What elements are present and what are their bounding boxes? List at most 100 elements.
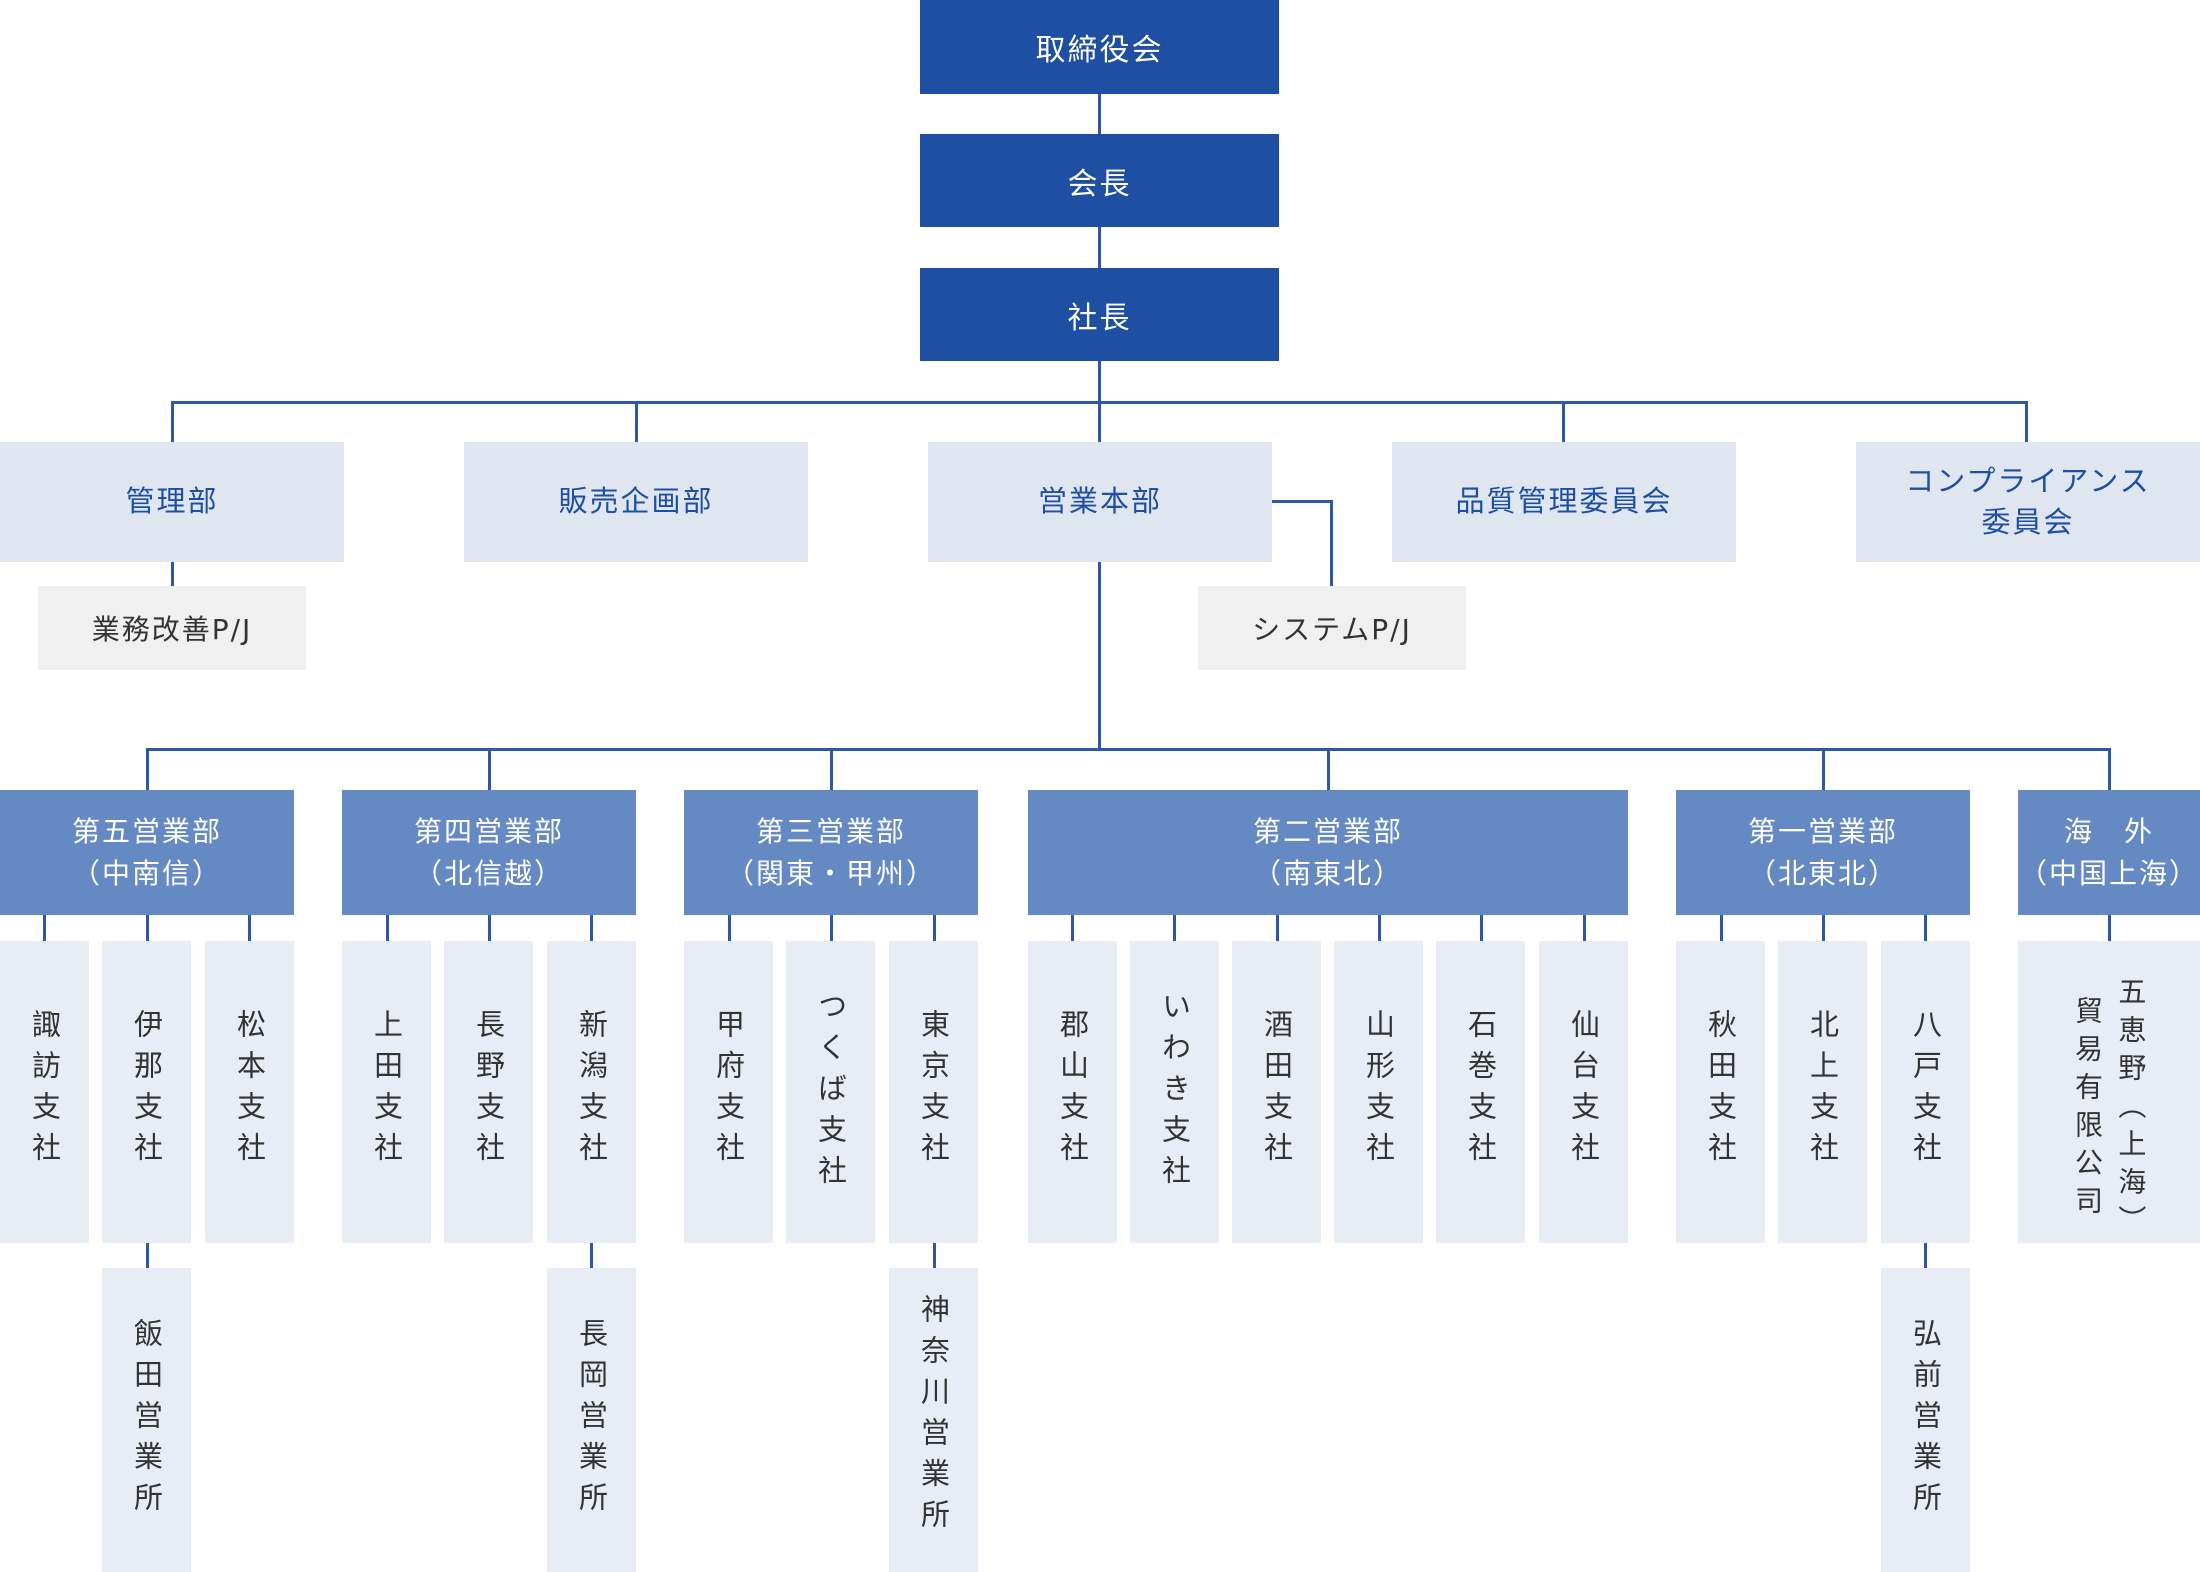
connector-branch <box>1822 915 1825 941</box>
connector-dept-sales-planning <box>635 401 638 442</box>
office-label: 弘前営業所 <box>1908 1318 1943 1523</box>
connector-division-overseas <box>2108 748 2111 790</box>
branch-matsumoto: 松本支社 <box>205 941 294 1243</box>
branch-suwa: 諏訪支社 <box>0 941 89 1243</box>
branch-label: 諏訪支社 <box>27 1009 62 1173</box>
branch-kofu: 甲府支社 <box>684 941 773 1243</box>
branch-ishinomaki: 石巻支社 <box>1436 941 1525 1243</box>
branch-akita: 秋田支社 <box>1676 941 1765 1243</box>
office-hirosaki: 弘前営業所 <box>1881 1268 1970 1572</box>
connector-board-chairman <box>1098 94 1101 134</box>
branch-sakata: 酒田支社 <box>1232 941 1321 1243</box>
dept-sales-hq: 営業本部 <box>928 442 1272 562</box>
division-third: 第三営業部 （関東・甲州） <box>684 790 978 915</box>
office-label: 飯田営業所 <box>129 1318 164 1523</box>
connector-branch <box>488 915 491 941</box>
branch-label: 八戸支社 <box>1908 1009 1943 1173</box>
connector-dept-admin <box>171 401 174 442</box>
branch-label: 郡山支社 <box>1055 1009 1090 1173</box>
dept-compliance: コンプライアンス 委員会 <box>1856 442 2200 562</box>
connector-branch <box>1583 915 1586 941</box>
connector-division-third <box>830 748 833 790</box>
branch-label: 松本支社 <box>232 1009 267 1173</box>
dept-sales-planning: 販売企画部 <box>464 442 808 562</box>
connector-branch <box>248 915 251 941</box>
branch-tokyo: 東京支社 <box>889 941 978 1243</box>
connector-office <box>146 1243 149 1268</box>
branch-label: 石巻支社 <box>1463 1009 1498 1173</box>
branch-label: 上田支社 <box>369 1009 404 1173</box>
connector-branch <box>146 915 149 941</box>
connector-branch <box>933 915 936 941</box>
connector-office <box>1924 1243 1927 1268</box>
connector-branch <box>1378 915 1381 941</box>
connector-chairman-president <box>1098 227 1101 268</box>
connector-president-down <box>1098 361 1101 403</box>
connector-dept-quality <box>1562 401 1565 442</box>
connector-dept-sales-hq <box>1098 401 1101 442</box>
connector-hq-system-horizontal <box>1272 500 1333 503</box>
branch-ina: 伊那支社 <box>102 941 191 1243</box>
connector-branch <box>43 915 46 941</box>
dept-quality: 品質管理委員会 <box>1392 442 1736 562</box>
branch-koriyama: 郡山支社 <box>1028 941 1117 1243</box>
connector-hq-system-vertical <box>1330 500 1333 586</box>
connector-branch <box>1720 915 1723 941</box>
connector-branch <box>1173 915 1176 941</box>
connector-division-horizontal <box>146 748 2111 751</box>
branch-label: いわき支社 <box>1157 991 1192 1196</box>
chairman-box: 会長 <box>920 134 1279 227</box>
project-system: システムP/J <box>1198 586 1466 670</box>
dept-admin: 管理部 <box>0 442 344 562</box>
branch-niigata: 新潟支社 <box>547 941 636 1243</box>
connector-branch <box>386 915 389 941</box>
connector-division-first <box>1822 748 1825 790</box>
office-nagaoka: 長岡営業所 <box>547 1268 636 1572</box>
project-business-improvement: 業務改善P/J <box>38 586 306 670</box>
branch-label: 伊那支社 <box>129 1009 164 1173</box>
branch-label: 山形支社 <box>1361 1009 1396 1173</box>
connector-division-second <box>1327 748 1330 790</box>
board-box: 取締役会 <box>920 0 1279 94</box>
branch-iwaki: いわき支社 <box>1130 941 1219 1243</box>
connector-branch <box>1071 915 1074 941</box>
connector-office <box>933 1243 936 1268</box>
branch-label: 仙台支社 <box>1566 1009 1601 1173</box>
branch-nagano: 長野支社 <box>444 941 533 1243</box>
branch-tsukuba: つくば支社 <box>786 941 875 1243</box>
division-fifth: 第五営業部 （中南信） <box>0 790 294 915</box>
office-kanagawa: 神奈川営業所 <box>889 1268 978 1572</box>
branch-sendai: 仙台支社 <box>1539 941 1628 1243</box>
branch-shanghai: 五恵野（上海） 貿易有限公司 <box>2018 941 2200 1243</box>
connector-dept-compliance <box>2025 401 2028 442</box>
branch-label: つくば支社 <box>813 991 848 1196</box>
connector-office <box>590 1243 593 1268</box>
branch-label: 秋田支社 <box>1703 1009 1738 1173</box>
branch-label: 甲府支社 <box>711 1009 746 1173</box>
president-box: 社長 <box>920 268 1279 361</box>
branch-label: 長野支社 <box>471 1009 506 1173</box>
branch-label: 酒田支社 <box>1259 1009 1294 1173</box>
connector-hq-down <box>1098 562 1101 750</box>
division-fourth: 第四営業部 （北信越） <box>342 790 636 915</box>
connector-branch <box>728 915 731 941</box>
connector-division-fifth <box>146 748 149 790</box>
branch-label: 東京支社 <box>916 1009 951 1173</box>
branch-kitakami: 北上支社 <box>1778 941 1867 1243</box>
connector-branch <box>2108 915 2111 941</box>
branch-label: 五恵野（上海） 貿易有限公司 <box>2071 977 2148 1243</box>
office-iida: 飯田営業所 <box>102 1268 191 1572</box>
branch-hachinohe: 八戸支社 <box>1881 941 1970 1243</box>
branch-yamagata: 山形支社 <box>1334 941 1423 1243</box>
office-label: 長岡営業所 <box>574 1318 609 1523</box>
connector-admin-pj <box>171 562 174 586</box>
connector-branch <box>830 915 833 941</box>
connector-branch <box>1480 915 1483 941</box>
office-label: 神奈川営業所 <box>916 1294 951 1540</box>
division-overseas: 海 外 （中国上海） <box>2018 790 2200 915</box>
branch-label: 新潟支社 <box>574 1009 609 1173</box>
connector-branch <box>1924 915 1927 941</box>
division-second: 第二営業部 （南東北） <box>1028 790 1628 915</box>
branch-label: 北上支社 <box>1805 1009 1840 1173</box>
